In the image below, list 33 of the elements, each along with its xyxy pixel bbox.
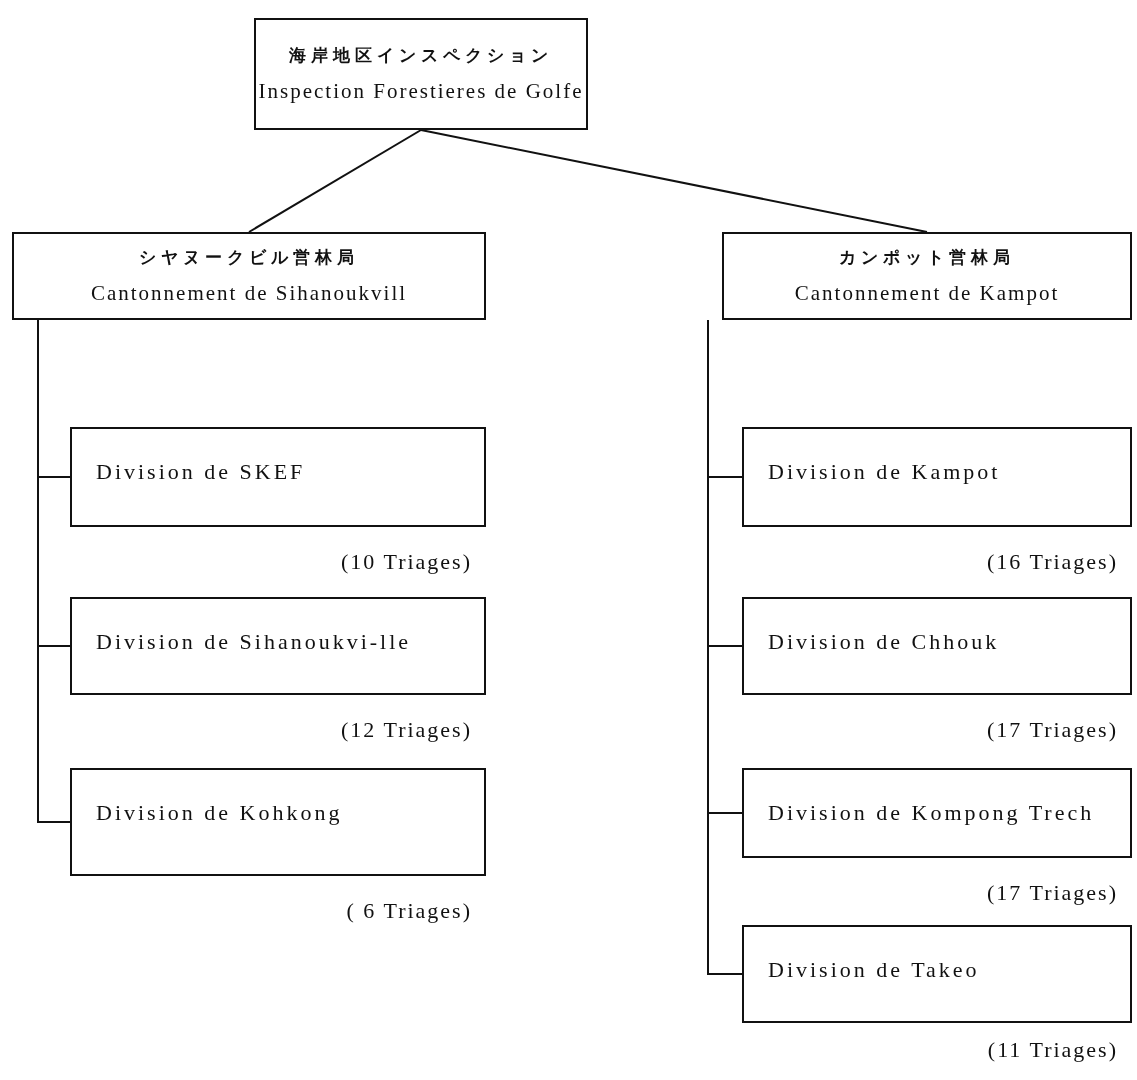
french-name: Cantonnement de Kampot: [794, 281, 1060, 306]
triage-count: ( 6 Triages): [346, 898, 472, 924]
triage-count: (17 Triages): [987, 717, 1118, 743]
division-name: Division de Kohkong: [96, 799, 344, 827]
connector-line: [707, 319, 743, 975]
japanese-name: シヤヌークビル営林局: [139, 246, 359, 269]
division-name: Division de Sihanoukvi-lle: [96, 628, 413, 656]
french-name: Inspection Forestieres de Golfe: [258, 79, 584, 104]
connector-line: [248, 129, 422, 233]
division-box: [742, 427, 1132, 527]
japanese-name: 海岸地区インスペクション: [289, 44, 553, 67]
triage-count: (12 Triages): [341, 717, 472, 743]
triage-count: (17 Triages): [987, 880, 1118, 906]
french-name: Cantonnement de Sihanoukvill: [90, 281, 408, 306]
division-box: [742, 768, 1132, 858]
japanese-name: カンポット営林局: [839, 246, 1015, 269]
triage-count: (10 Triages): [341, 549, 472, 575]
office-box: [254, 18, 588, 130]
division-box: [742, 925, 1132, 1023]
division-box: [70, 768, 486, 876]
division-box: [742, 597, 1132, 695]
office-box: [722, 232, 1132, 320]
triage-count: (16 Triages): [987, 549, 1118, 575]
division-name: Division de Kampot: [768, 458, 1002, 486]
division-box: [70, 597, 486, 695]
triage-count: (11 Triages): [987, 1037, 1118, 1063]
office-box: [12, 232, 486, 320]
division-name: Division de SKEF: [96, 458, 307, 486]
division-name: Division de Takeo: [768, 956, 981, 984]
division-name: Division de Kompong Trech: [768, 799, 1096, 827]
division-box: [70, 427, 486, 527]
connector-line: [420, 129, 928, 233]
division-name: Division de Chhouk: [768, 628, 1001, 656]
